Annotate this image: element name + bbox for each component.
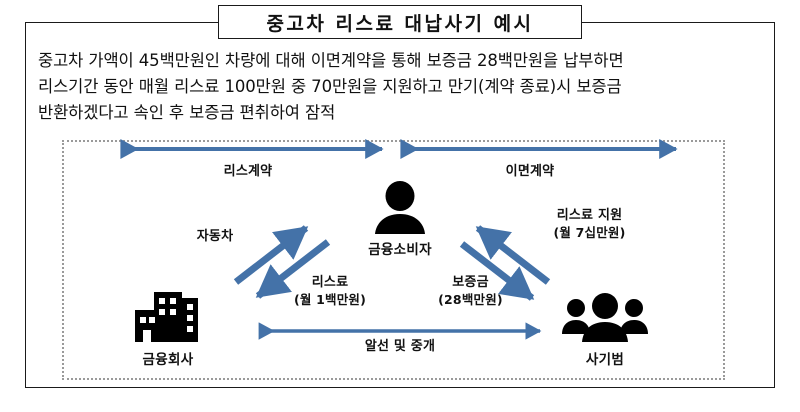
description-line-3: 반환하겠다고 속인 후 보증금 편취하여 잠적: [38, 103, 336, 122]
actor-label-consumer: 금융소비자: [368, 242, 432, 258]
label-deposit-amount: (28백만원): [438, 292, 503, 307]
label-brokerage: 알선 및 중개: [330, 338, 470, 355]
label-lease-fee: 리스료 (월 1백만원): [270, 274, 390, 308]
label-lease-contract-text: 리스계약: [223, 164, 273, 179]
people-group-icon-wrap: [562, 288, 648, 344]
label-car-text: 자동차: [196, 229, 234, 244]
label-side-contract-text: 이면계약: [505, 164, 555, 179]
people-group-icon: [562, 293, 648, 342]
label-lease-contract: 리스계약: [178, 163, 318, 180]
label-side-contract: 이면계약: [460, 163, 600, 180]
buildings-icon-wrap: [132, 288, 204, 344]
page-title: 중고차 리스료 대납사기 예시: [266, 12, 534, 35]
actor-financial-consumer: 금융소비자: [340, 178, 460, 258]
label-lease-fee-amount: (월 1백만원): [293, 292, 367, 307]
description-line-1: 중고차 가액이 45백만원인 차량에 대해 이면계약을 통해 보증금 28백만원…: [38, 51, 624, 70]
label-lease-support-amount: (월 7십만원): [553, 225, 626, 240]
diagram-container: [62, 140, 725, 380]
label-lease-support-text: 리스료 지원: [556, 208, 623, 223]
buildings-icon: [135, 292, 198, 342]
actor-financial-company: 금융회사: [108, 288, 228, 368]
label-lease-fee-text: 리스료: [311, 275, 349, 290]
description-block: 중고차 가액이 45백만원인 차량에 대해 이면계약을 통해 보증금 28백만원…: [38, 48, 764, 126]
actor-fraudster: 사기범: [545, 288, 665, 368]
label-lease-support: 리스료 지원 (월 7십만원): [522, 207, 657, 241]
label-deposit: 보증금 (28백만원): [408, 274, 533, 308]
label-car: 자동차: [160, 228, 270, 245]
person-icon: [375, 181, 425, 234]
description-line-2: 리스기간 동안 매월 리스료 100만원 중 70만원을 지원하고 만기(계약 …: [38, 77, 622, 96]
actor-label-fraudster: 사기범: [585, 352, 625, 368]
label-deposit-text: 보증금: [452, 275, 489, 290]
person-icon-wrap: [371, 178, 429, 234]
label-brokerage-text: 알선 및 중개: [364, 339, 436, 354]
page-title-box: 중고차 리스료 대납사기 예시: [218, 5, 582, 39]
actor-label-company: 금융회사: [142, 352, 194, 368]
